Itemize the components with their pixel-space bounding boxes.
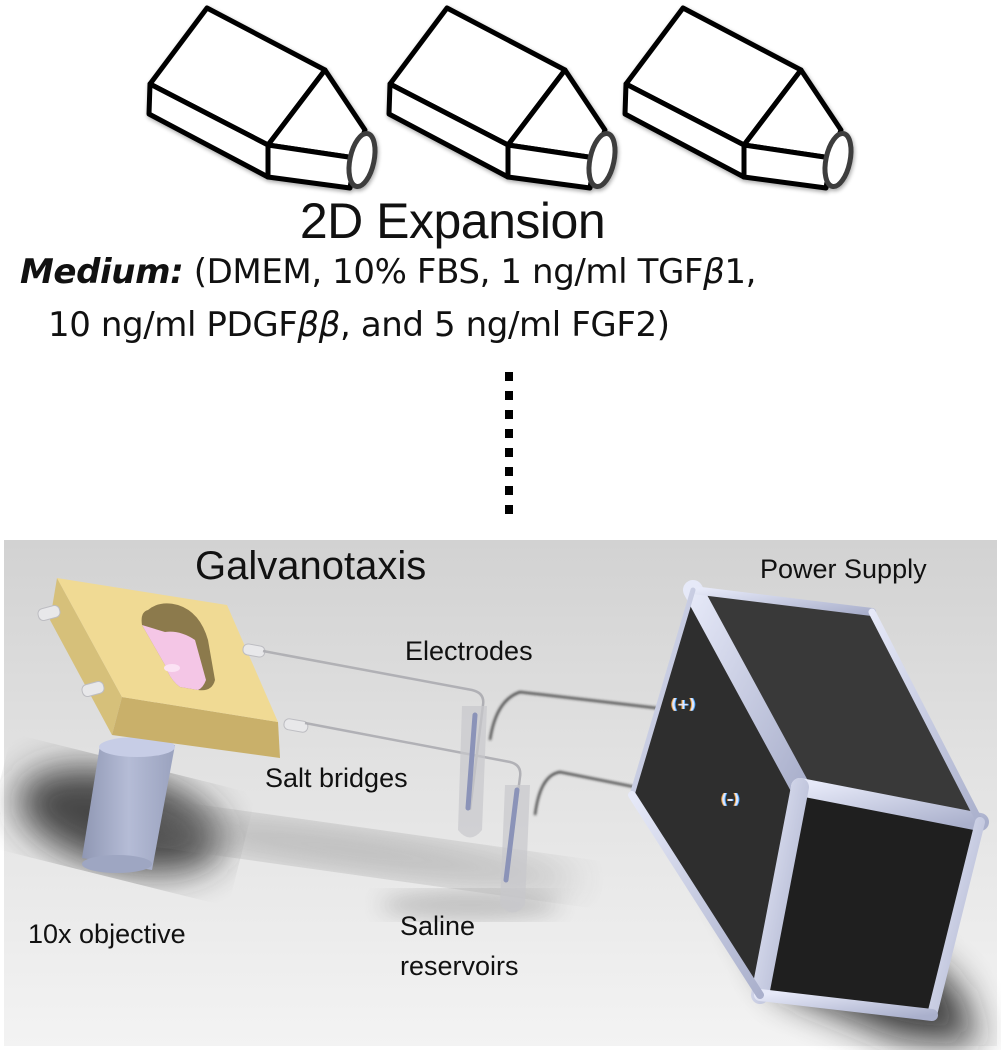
power-supply-label: Power Supply (760, 554, 927, 584)
chamber-icon (37, 578, 309, 758)
saline-reservoir-icon (458, 706, 530, 913)
positive-terminal-label: (+) (671, 697, 696, 713)
objective-label: 10x objective (28, 919, 186, 949)
electrode-wire-icon (489, 690, 736, 816)
negative-terminal-label: (-) (721, 792, 740, 808)
medium-text-2: 10 ng/ml PDGF (48, 305, 298, 345)
salt-bridge-icon (262, 649, 522, 871)
beta-symbol: β (703, 252, 725, 292)
expansion-title: 2D Expansion (299, 193, 606, 249)
power-supply-icon (628, 580, 989, 1021)
salt-bridges-label: Salt bridges (265, 763, 408, 793)
medium-line-2: 10 ng/ml PDGFββ, and 5 ng/ml FGF2) (48, 308, 670, 342)
saline-label: Saline (400, 911, 476, 941)
dotted-connector (505, 372, 513, 514)
objective-icon (82, 737, 175, 873)
beta-beta-symbol: ββ (297, 305, 341, 345)
medium-text-1-end: 1, (724, 252, 757, 292)
medium-label: Medium: (20, 252, 184, 292)
medium-text-2-end: , and 5 ng/ml FGF2) (340, 305, 670, 345)
galvanotaxis-title: Galvanotaxis (195, 544, 427, 588)
electrodes-label: Electrodes (405, 636, 533, 666)
medium-line-1: Medium: (DMEM, 10% FBS, 1 ng/ml TGFβ1, (20, 255, 756, 289)
medium-text-1: (DMEM, 10% FBS, 1 ng/ml TGF (183, 252, 704, 292)
reservoirs-label: reservoirs (400, 951, 519, 981)
